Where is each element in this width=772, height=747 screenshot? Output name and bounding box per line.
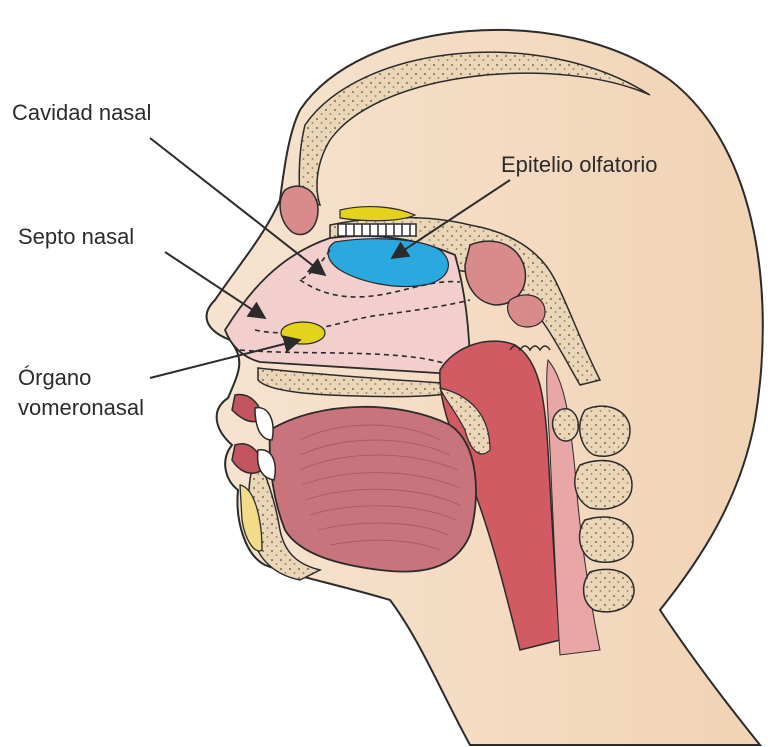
label-vomeronasal-organ-line2: vomeronasal	[18, 393, 144, 423]
label-nasal-cavity: Cavidad nasal	[12, 98, 151, 128]
cribriform-plate	[338, 224, 416, 236]
vomeronasal-organ-region	[281, 322, 325, 344]
label-nasal-septum: Septo nasal	[18, 222, 134, 252]
label-vomeronasal-organ-line1: Órgano	[18, 363, 91, 393]
label-olfactory-epithelium: Epitelio olfatorio	[501, 150, 658, 180]
